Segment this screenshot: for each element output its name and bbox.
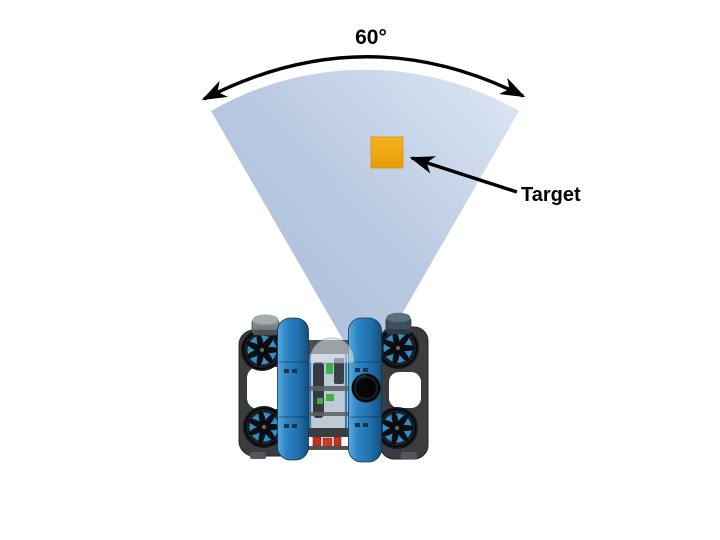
vertical-thruster-aperture [351, 373, 381, 403]
target-pointer-arrow [409, 156, 518, 194]
electronics-enclosure [303, 343, 353, 450]
angle-arc-arrow [201, 55, 526, 101]
camera-dome [309, 337, 355, 364]
vertical-thruster-right [385, 312, 412, 335]
target-square [370, 136, 404, 169]
float-right [348, 317, 382, 463]
thruster-rear-right-icon [375, 406, 419, 450]
rov-top-view [238, 312, 429, 463]
float-left [277, 317, 309, 461]
fov-cone [211, 69, 519, 379]
rear-connectors-red [312, 436, 342, 448]
vertical-thruster-left [251, 314, 280, 336]
angle-label: 60° [355, 26, 387, 49]
target-label: Target [521, 184, 581, 206]
